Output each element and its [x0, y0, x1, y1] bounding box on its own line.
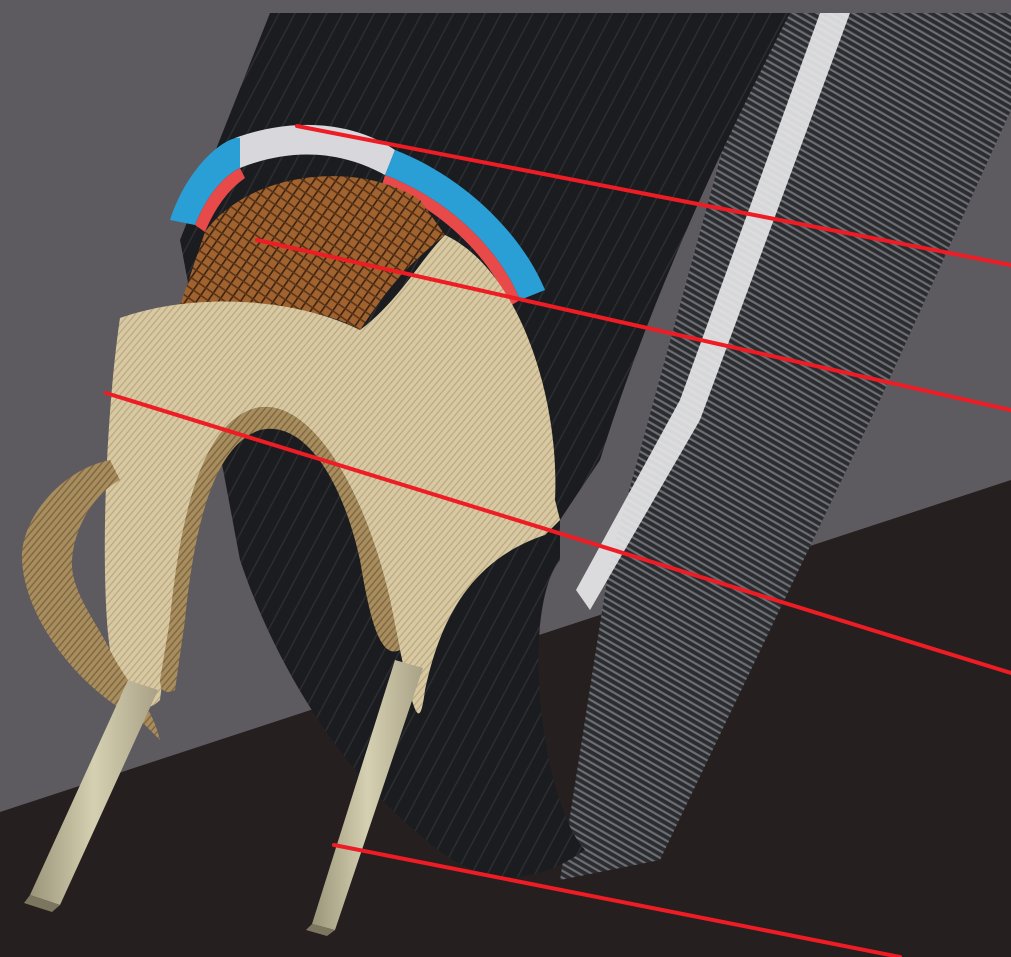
callout-line-bead — [332, 843, 902, 957]
sidewall-white-stripe — [576, 13, 850, 610]
bead-core-right — [312, 660, 423, 930]
callout-line-casing — [104, 391, 1011, 675]
casing-ply — [104, 235, 560, 714]
callout-line-tread-cap — [295, 124, 1011, 267]
bead-core-end-left — [24, 895, 60, 912]
tire-sidewall — [560, 13, 1011, 880]
bead-core — [30, 680, 158, 905]
casing-left-curl — [21, 460, 160, 740]
callout-lines — [104, 124, 1011, 957]
bead-core-end-right — [306, 924, 335, 936]
subtread-red-layer — [195, 168, 520, 306]
subtread-blue-layer — [170, 137, 545, 300]
casing-inner-fold — [160, 406, 400, 692]
callout-line-breaker — [255, 238, 1011, 412]
